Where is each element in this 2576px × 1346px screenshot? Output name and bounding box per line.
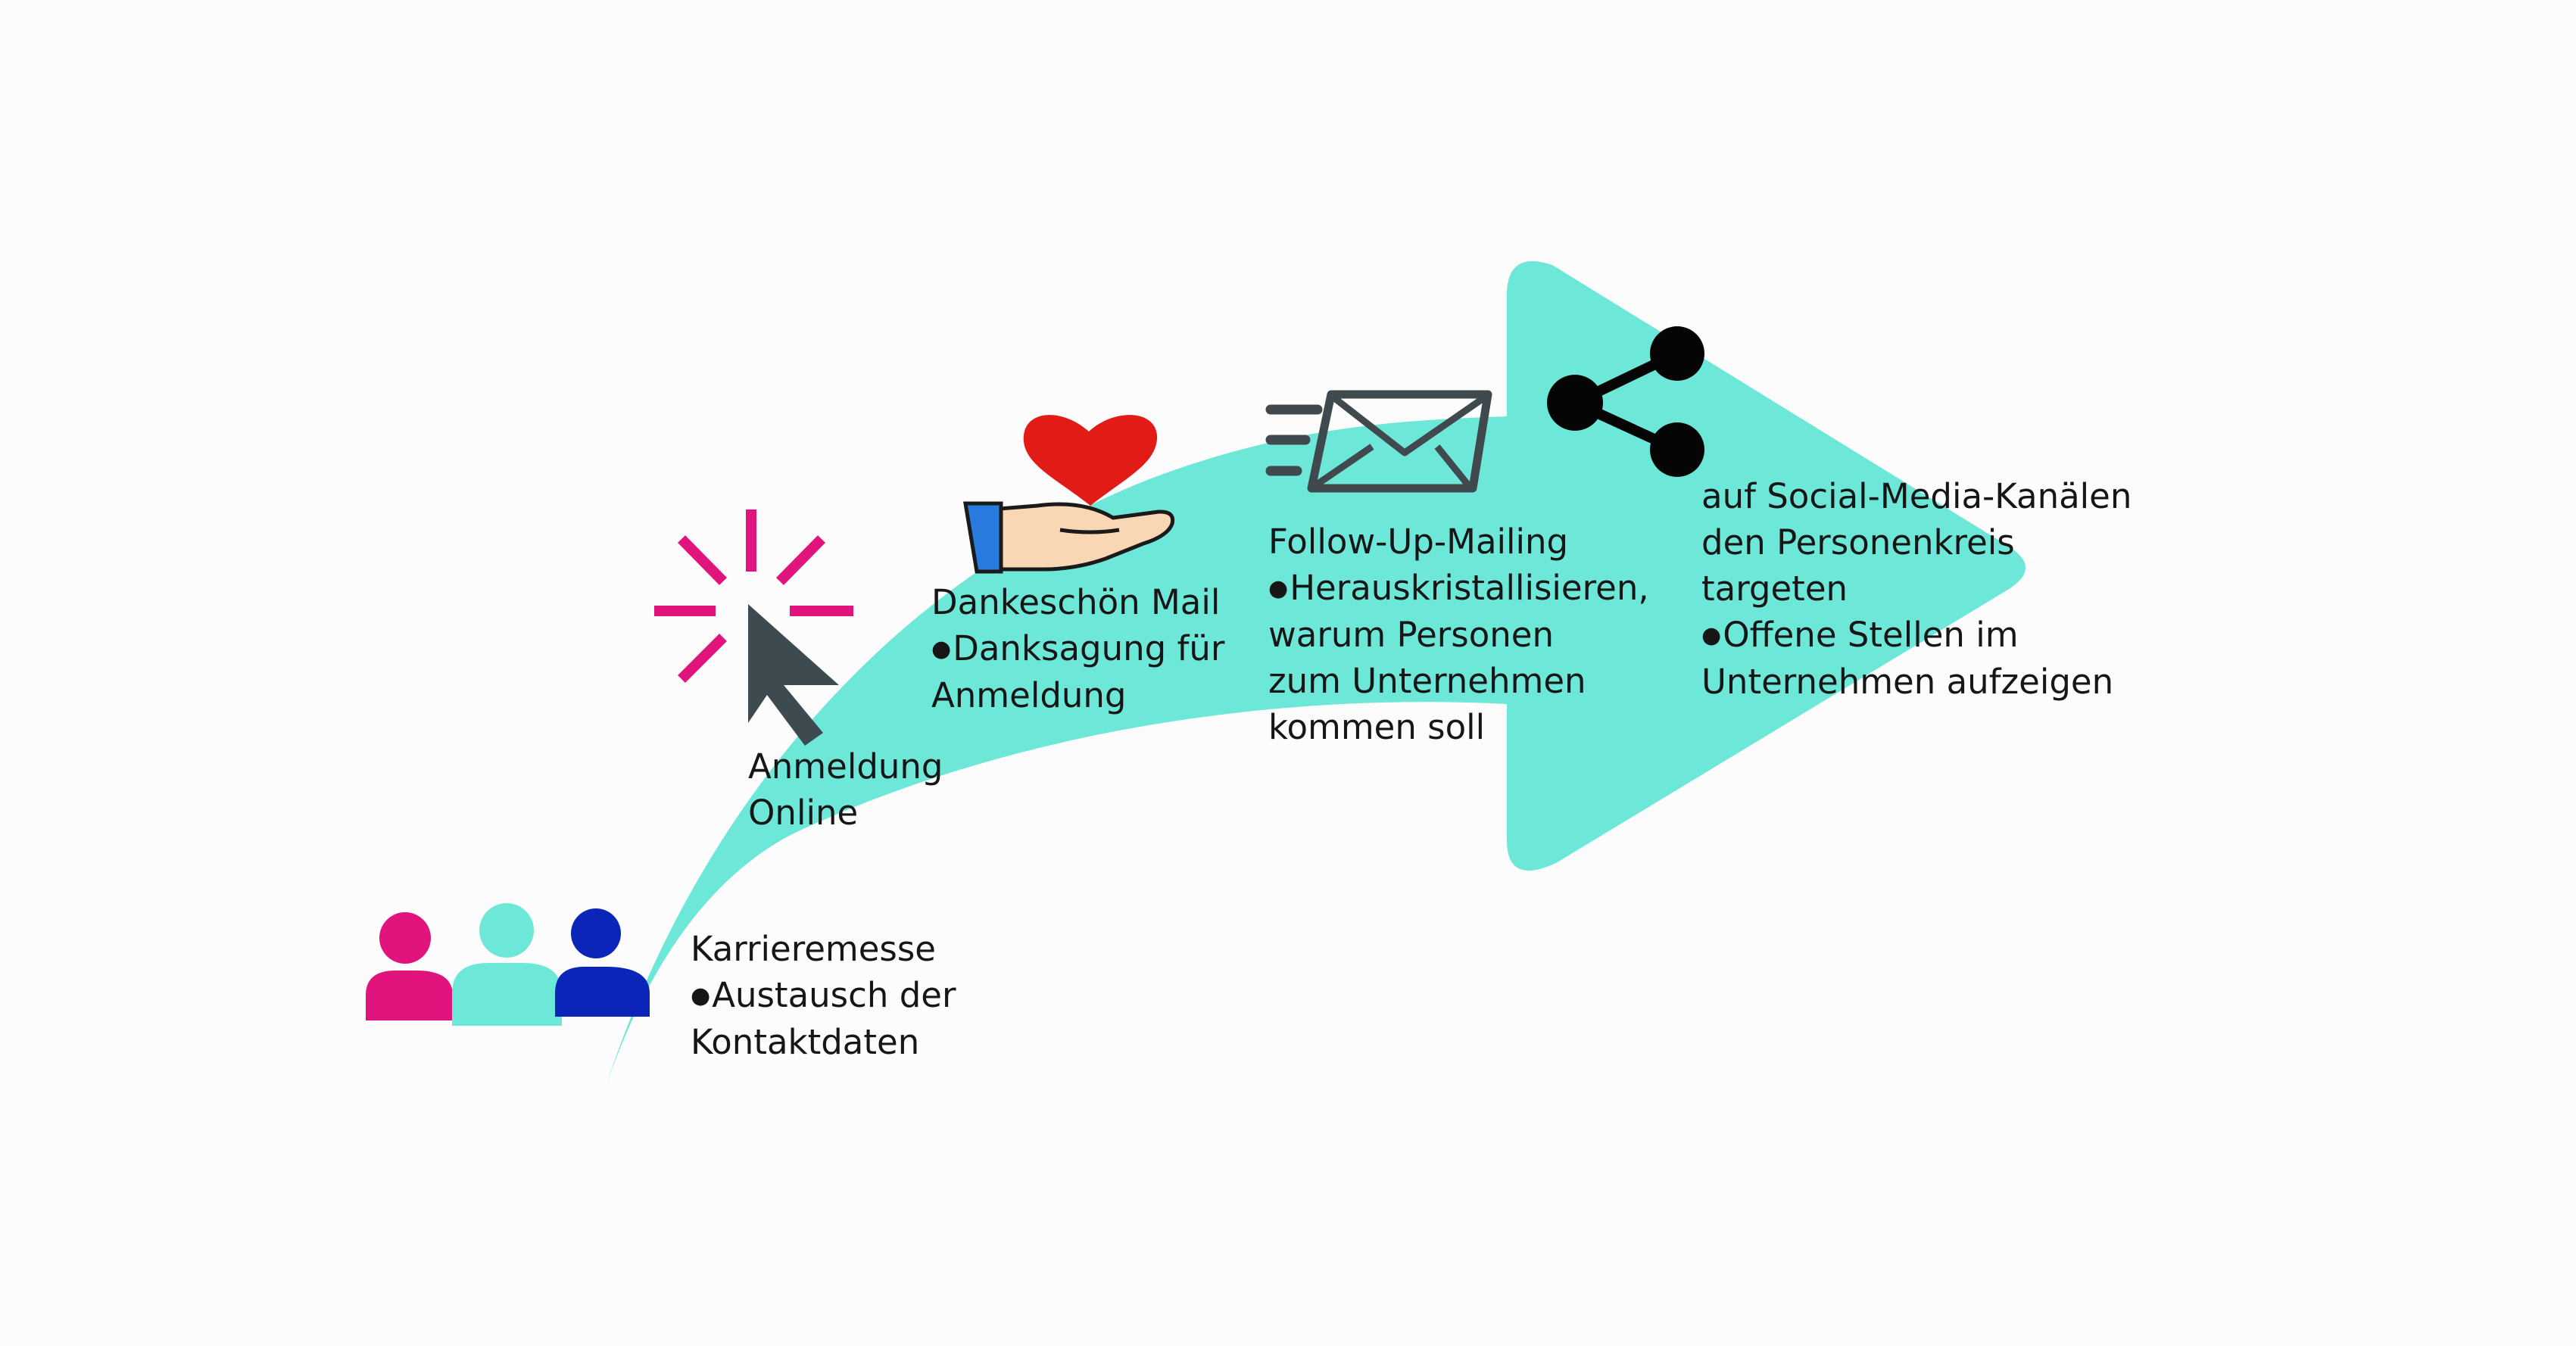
step-title: Anmeldung [748,746,943,787]
step-dankeschoen-mail: Dankeschön Mail Danksagung für Anmeldung [931,579,1224,718]
step-anmeldung-online: Anmeldung Online [748,743,943,836]
step-social-media: auf Social-Media-Kanälen den Personenkre… [1701,473,2132,705]
step-title: Karrieremesse [691,929,936,969]
cursor-click-icon [654,509,853,746]
mail-icon [1265,390,1492,493]
step-bullet-continued: Kontaktdaten [691,1022,920,1062]
step-bullet-continued: Anmeldung [931,675,1127,715]
step-follow-up-mailing: Follow-Up-Mailing Herauskristallisieren,… [1268,519,1649,750]
step-bullet: Herauskristallisieren, [1268,565,1648,612]
step-bullet-continued: zum Unternehmen [1268,661,1586,701]
heart-hand-icon [963,415,1175,574]
step-bullet: Austausch der [691,972,956,1019]
step-title: Follow-Up-Mailing [1268,522,1569,562]
step-bullet-continued: Unternehmen aufzeigen [1701,662,2114,702]
step-text-line: den Personenkreis [1701,522,2015,562]
share-icon [1547,326,1704,477]
step-karrieremesse: Karrieremesse Austausch der Kontaktdaten [691,926,956,1065]
step-text-line: auf Social-Media-Kanälen [1701,476,2132,516]
step-bullet: Offene Stellen im [1701,612,2132,659]
people-icon [366,903,650,1026]
step-bullet: Danksagung für [931,625,1224,672]
step-text-line: targeten [1701,569,1848,609]
step-title: Dankeschön Mail [931,582,1221,622]
step-title-line2: Online [748,793,859,833]
step-bullet-continued: warum Personen [1268,615,1554,655]
step-bullet-continued: kommen soll [1268,707,1486,747]
